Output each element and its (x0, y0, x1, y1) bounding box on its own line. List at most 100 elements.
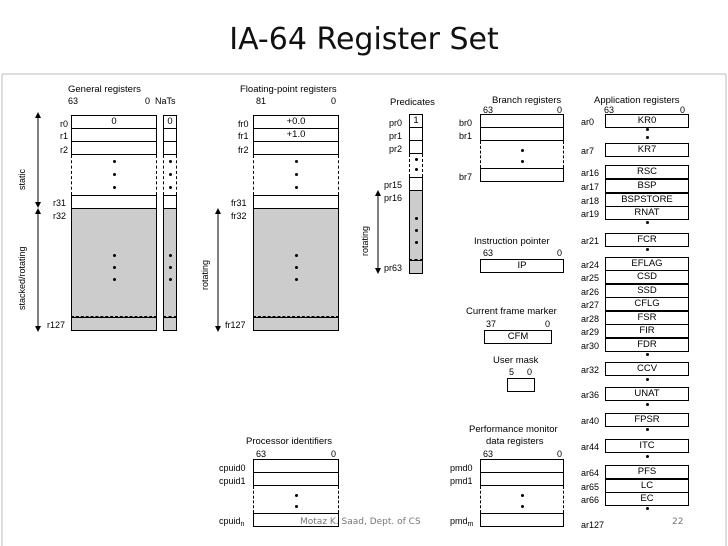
ip-bit-lo: 0 (557, 248, 563, 258)
cpuid-dot (295, 494, 298, 497)
fr-label-fr1: fr1 (238, 131, 249, 141)
ar-dot (646, 455, 649, 458)
ar-register: ITC (605, 439, 689, 453)
cpuid-reg-n (253, 513, 339, 527)
nat-127 (163, 317, 177, 331)
pmd-dot (521, 505, 524, 508)
ar-register-name: RSC (636, 166, 658, 178)
ar-dot (646, 378, 649, 381)
ar-dot (646, 428, 649, 431)
ar-register-name: FPSR (634, 414, 660, 426)
cfm-bit-lo: 0 (545, 319, 551, 329)
pmd-pmd1 (480, 472, 564, 486)
ar-label: ar7 (581, 146, 595, 156)
ar-register-name: BSP (637, 180, 657, 192)
ar-register-name: KR0 (637, 115, 657, 127)
ar-label: ar26 (581, 287, 600, 297)
ar-dot (646, 248, 649, 251)
ar-register-name: FDR (637, 339, 657, 351)
gr-static-gap-left (71, 155, 72, 195)
ar-register: FSR (605, 311, 689, 325)
um-title: User mask (493, 355, 539, 366)
gr-bit-hi: 63 (68, 96, 79, 106)
pmd-label-pmd1: pmd1 (450, 476, 473, 486)
pmdm-sub: m (467, 521, 474, 528)
ar-register: FIR (605, 324, 689, 338)
pr-rotating-label: rotating (360, 225, 370, 256)
ar-label: ar28 (581, 314, 600, 324)
pmd-bit-hi: 63 (483, 449, 494, 459)
nat-dot (169, 254, 172, 257)
branch-registers-title: Branch registers (492, 95, 562, 106)
pr-gap-right (422, 154, 423, 177)
cfm-name: CFM (507, 331, 529, 343)
ar-register: KR0 (605, 114, 689, 128)
ar-register: FPSR (605, 413, 689, 427)
br-dot (521, 160, 524, 163)
gr-label-r1: r1 (60, 131, 69, 141)
ar-register: KR7 (605, 143, 689, 157)
pr-dot (415, 241, 418, 244)
cpuid-gap-right (338, 486, 339, 513)
nat-dot (169, 160, 172, 163)
ar-register-name: CCV (636, 363, 658, 375)
fr-fr127 (253, 317, 339, 331)
gr-r127 (71, 317, 157, 331)
ar-register: BSP (605, 179, 689, 193)
ar-label: ar25 (581, 273, 600, 283)
gr-dot (113, 173, 116, 176)
ar-register-name: BSPSTORE (621, 194, 673, 206)
um-bit-hi: 5 (509, 367, 515, 377)
pr-dot (415, 158, 418, 161)
br-bit-lo: 0 (557, 105, 563, 115)
ar-register-name: LC (640, 480, 654, 492)
ar-dot (646, 507, 649, 510)
nat-dot (169, 278, 172, 281)
fr-dot (295, 254, 298, 257)
ar-register-name: EFLAG (631, 258, 663, 270)
ar-label: ar127 (581, 520, 605, 530)
gr-nats-label: NaTs (155, 96, 176, 106)
fr-label-fr0: fr0 (238, 119, 249, 129)
ar-label: ar29 (581, 327, 600, 337)
nat-0-value: 0 (167, 116, 173, 128)
cfm-register: CFM (484, 330, 552, 344)
predicates-title: Predicates (390, 97, 435, 108)
footer-page-number: 22 (672, 517, 684, 527)
cpuid-bit-lo: 0 (331, 449, 337, 459)
pr-pr63 (409, 260, 423, 274)
ar-label: ar64 (581, 468, 600, 478)
ar-register: FCR (605, 233, 689, 247)
pmd-label-pmd0: pmd0 (450, 463, 473, 473)
pr-label-pr15: pr15 (384, 180, 403, 190)
pmd-bit-lo: 0 (557, 449, 563, 459)
gr-r0-value: 0 (111, 116, 117, 128)
fr-bit-hi: 81 (256, 96, 267, 106)
um-bit-lo: 0 (527, 367, 533, 377)
pr-label-pr63: pr63 (384, 263, 403, 273)
ar-register: RNAT (605, 206, 689, 220)
fr-rotating-area (253, 221, 339, 317)
gr-label-r31: r31 (53, 198, 67, 208)
cpuid-reg-1 (253, 472, 339, 486)
pr-gap-left (409, 154, 410, 177)
br-dot (521, 149, 524, 152)
nat-gap-left (163, 155, 164, 195)
cpuid-label-n: cpuidn (219, 516, 244, 530)
pmd-label-pmdm: pmdm (450, 516, 473, 530)
nat-gap-right (176, 155, 177, 195)
cpuid-dot (295, 505, 298, 508)
fr-label-fr31: fr31 (231, 198, 247, 208)
ip-name: IP (517, 260, 527, 272)
ip-register: IP (480, 259, 564, 273)
pmd-title-2: data registers (486, 436, 544, 447)
gr-stacked-area (71, 221, 157, 317)
fr-dot (295, 278, 298, 281)
ar-register: EFLAG (605, 257, 689, 271)
pmd-gap-right (563, 486, 564, 513)
br-bit-hi: 63 (483, 105, 494, 115)
um-register (507, 378, 535, 392)
